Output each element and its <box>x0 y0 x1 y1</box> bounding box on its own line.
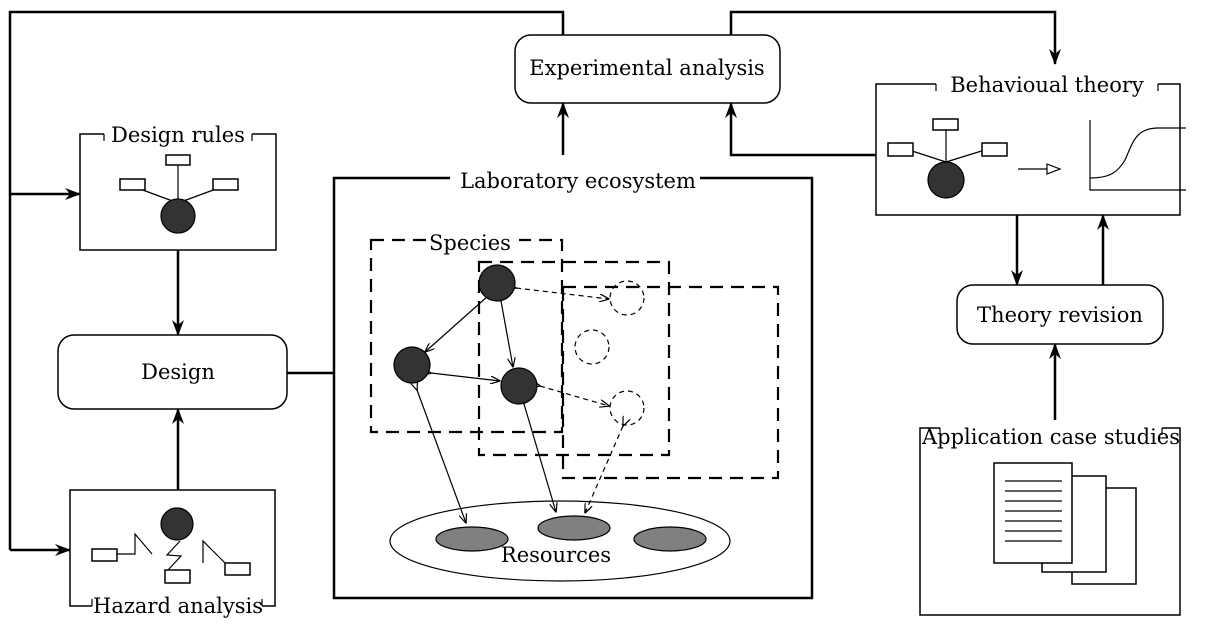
link-ghost-3-resource-2 <box>585 426 623 513</box>
resources-pool: Resources <box>389 500 731 582</box>
link-s3-resource-2 <box>524 404 556 512</box>
species-ghost-2 <box>574 329 610 365</box>
design-rules-label: Design rules <box>111 123 245 147</box>
hazard-species-icon <box>91 507 251 584</box>
laboratory-ecosystem-panel: Laboratory ecosystem Species Resources <box>332 169 814 600</box>
theory-response-curve <box>1089 120 1186 191</box>
link-s1-ghost-1 <box>516 288 609 299</box>
species-label: Species <box>429 231 511 255</box>
link-s3-ghost-3 <box>540 386 609 406</box>
resource-3 <box>633 526 707 552</box>
link-s2-resource-1 <box>417 390 466 523</box>
hazard-analysis-panel: Hazard analysis <box>69 489 276 618</box>
theory-revision-label: Theory revision <box>977 303 1143 327</box>
link-s1-s2 <box>425 296 488 352</box>
feedback-line-to-design-process <box>8 10 565 550</box>
design-rules-species-icon <box>119 154 239 234</box>
arrow-theory-to-experimental <box>725 102 876 157</box>
behavioural-theory-label: Behavioual theory <box>950 73 1144 97</box>
resources-label: Resources <box>501 543 611 567</box>
arrow-to-behavioural-theory <box>729 10 1061 65</box>
species-ghost-1 <box>609 280 645 316</box>
link-s1-s3 <box>501 301 513 367</box>
design-node: Design <box>57 334 288 410</box>
resource-1 <box>435 526 509 552</box>
species-organism-2 <box>393 346 431 384</box>
theory-revision-node: Theory revision <box>956 284 1164 345</box>
application-case-studies-panel: Application case studies <box>919 420 1181 616</box>
hazard-analysis-label: Hazard analysis <box>93 594 263 618</box>
design-label: Design <box>141 360 215 384</box>
documents-icon <box>993 462 1137 585</box>
experimental-analysis-label: Experimental analysis <box>529 56 764 80</box>
behavioural-theory-panel: Behavioual theory <box>875 73 1186 216</box>
species-organism-3 <box>500 367 538 405</box>
resource-2 <box>537 515 611 541</box>
laboratory-ecosystem-label: Laboratory ecosystem <box>460 169 696 193</box>
species-ghost-3 <box>609 390 645 426</box>
design-rules-panel: Design rules <box>79 123 277 251</box>
species-compartment-middle <box>477 260 671 457</box>
experimental-analysis-node: Experimental analysis <box>514 34 781 104</box>
application-case-studies-label: Application case studies <box>921 425 1180 449</box>
theory-species-icon <box>887 118 1008 199</box>
species-organism-1 <box>478 264 516 302</box>
link-s2-s3 <box>431 373 500 381</box>
